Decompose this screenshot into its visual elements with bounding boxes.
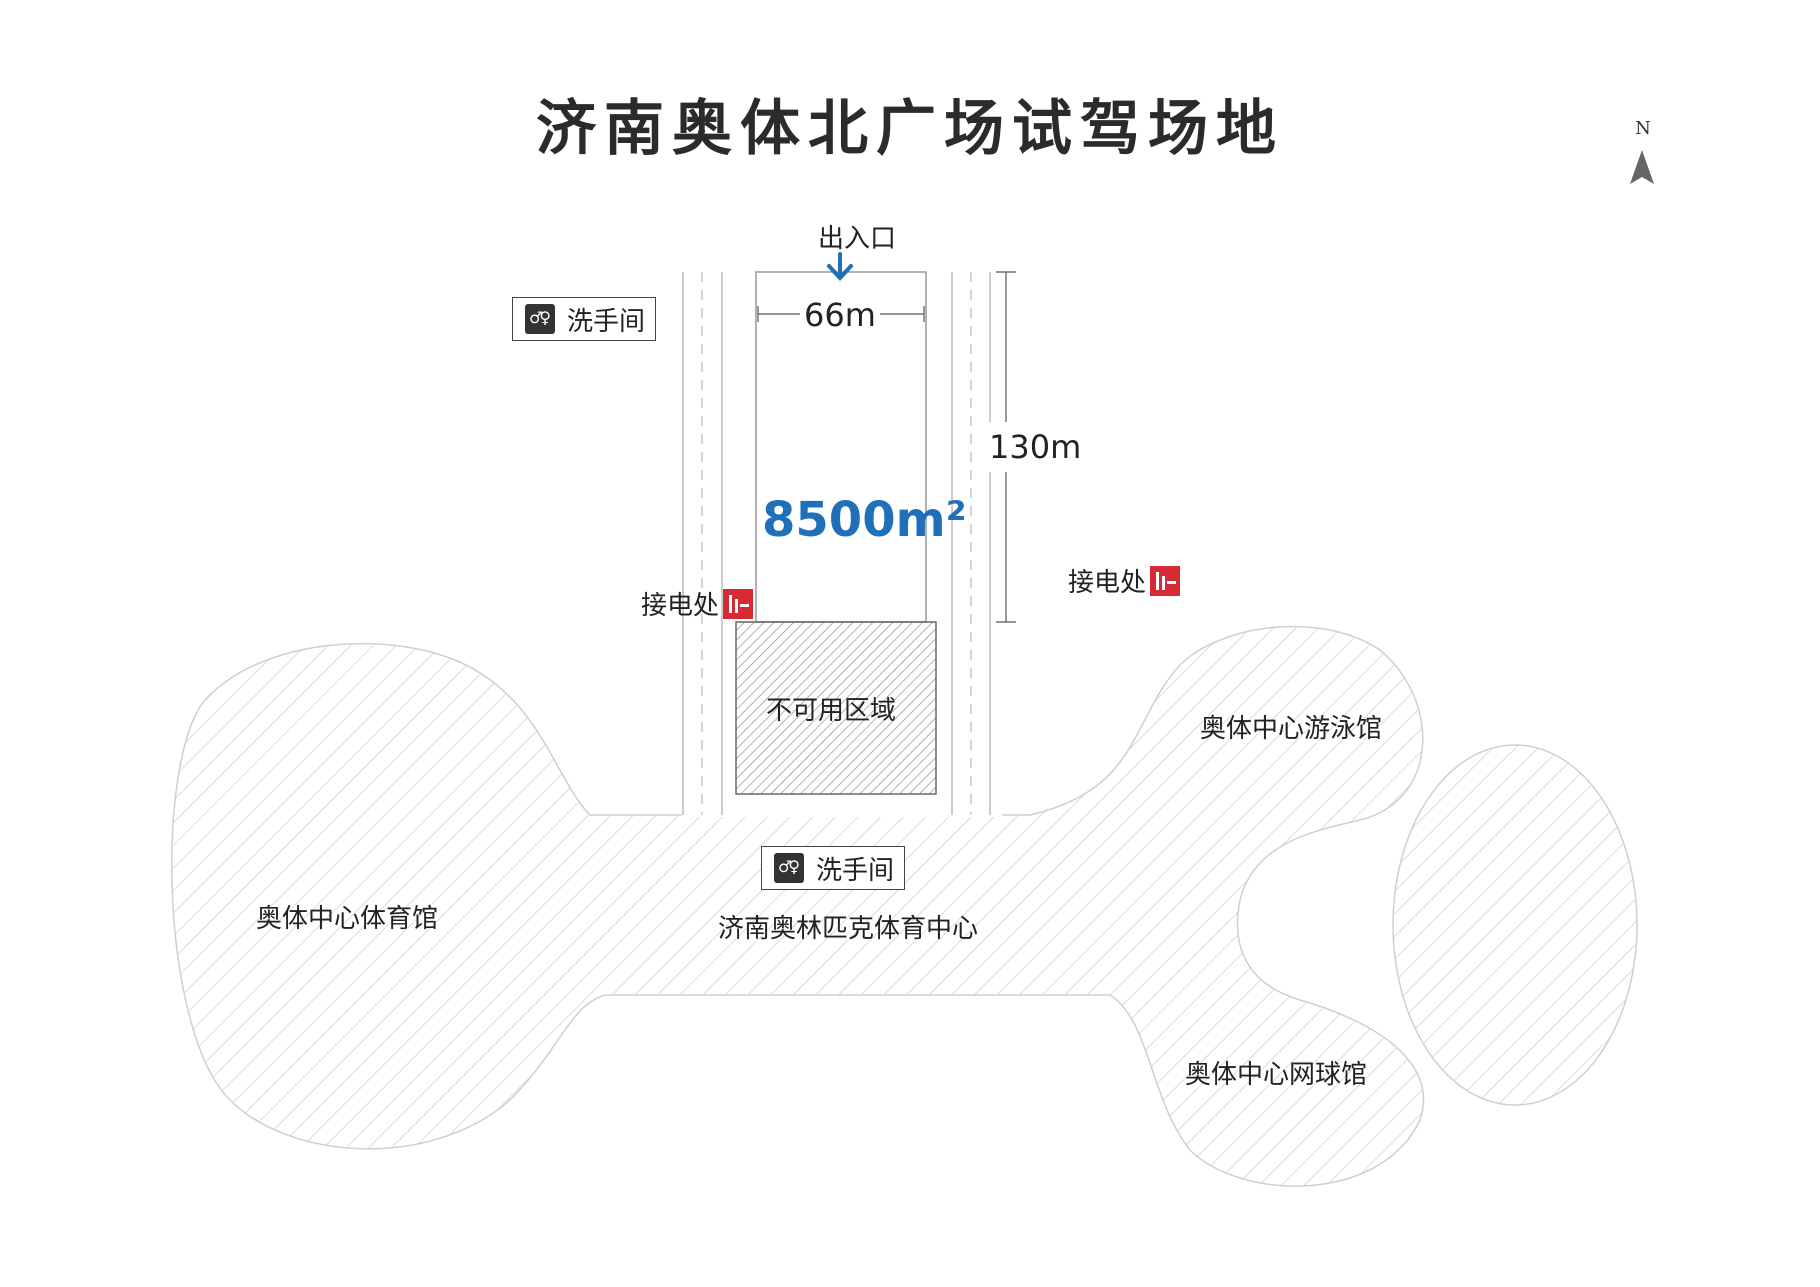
restroom-label: 洗手间 xyxy=(567,306,646,337)
restroom-icon: ♂♀ xyxy=(525,304,555,334)
down-arrow-icon xyxy=(827,252,853,281)
power-outlet-icon xyxy=(1150,565,1181,596)
area-label: 8500m² xyxy=(762,492,967,548)
power-label: 接电处 xyxy=(1068,568,1147,598)
north-indicator: N xyxy=(1628,118,1658,139)
road-right xyxy=(950,272,1002,817)
venue-tennis-label: 奥体中心网球馆 xyxy=(1185,1060,1368,1090)
unusable-zone xyxy=(735,621,937,795)
unusable-zone-label: 不可用区域 xyxy=(766,696,897,726)
venue-swim-label: 奥体中心游泳馆 xyxy=(1200,714,1383,744)
power-outlet-icon xyxy=(723,588,754,619)
road-lines xyxy=(682,272,991,815)
restroom-sign-top: ♂♀ 洗手间 xyxy=(512,297,657,341)
venue-center-label: 济南奥林匹克体育中心 xyxy=(718,914,979,944)
restroom-sign-center: ♂♀ 洗手间 xyxy=(761,846,906,890)
north-label: N xyxy=(1635,118,1651,139)
area-value: 8500 xyxy=(762,492,896,548)
olympic-center-outline xyxy=(171,625,1425,1187)
road-dashes xyxy=(701,272,972,815)
power-point-right: 接电处 xyxy=(1068,562,1181,599)
tennis-ellipse xyxy=(1392,744,1638,1106)
page-title: 济南奥体北广场试驾场地 xyxy=(536,94,1284,164)
length-label: 130m xyxy=(985,422,1086,472)
restroom-label: 洗手间 xyxy=(816,855,895,886)
power-label: 接电处 xyxy=(641,591,720,621)
restroom-icon: ♂♀ xyxy=(774,853,804,883)
area-unit: m² xyxy=(895,492,967,548)
power-point-left: 接电处 xyxy=(641,585,754,622)
road-left xyxy=(682,272,734,817)
entrance-label: 出入口 xyxy=(818,224,897,254)
width-label: 66m xyxy=(800,296,880,334)
venue-gym-label: 奥体中心体育馆 xyxy=(256,904,439,934)
north-arrow-icon xyxy=(1630,150,1654,184)
